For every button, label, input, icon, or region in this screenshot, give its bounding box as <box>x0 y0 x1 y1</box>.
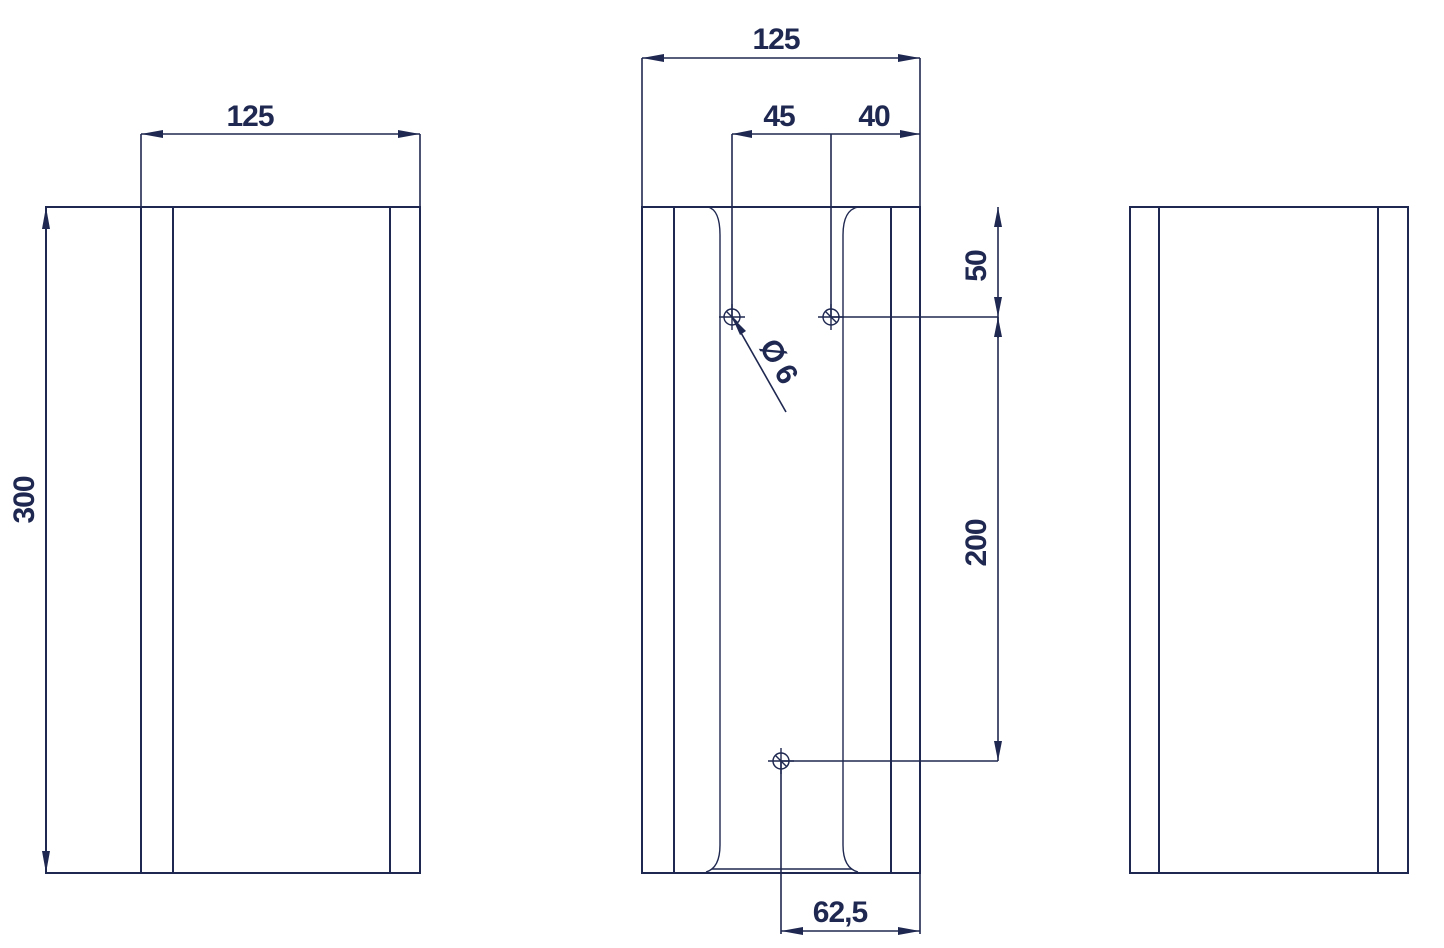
diameter-label: Ø 6 <box>753 333 804 389</box>
offset-40-label: 40 <box>858 100 890 133</box>
left-height-label: 300 <box>8 476 41 523</box>
mid-width-dimension: 125 <box>641 23 921 207</box>
hole-offset-dimensions: 45 40 <box>731 100 920 317</box>
diameter-callout: Ø 6 <box>731 316 804 413</box>
bottom-offset-label: 62,5 <box>813 896 868 929</box>
middle-view <box>641 206 921 874</box>
left-height-dimension: 300 <box>8 207 50 873</box>
mid-width-label: 125 <box>752 23 799 56</box>
hole-spacing-dimension: 200 <box>960 317 1002 761</box>
channel-left-wall <box>705 206 721 873</box>
bottom-offset-dimension: 62,5 <box>780 761 921 935</box>
channel-right-wall <box>842 206 859 873</box>
left-view <box>45 206 421 874</box>
left-width-label: 125 <box>226 100 273 133</box>
right-view <box>1129 206 1409 874</box>
right-view-outline <box>1129 206 1409 874</box>
left-view-outline <box>45 206 421 874</box>
left-width-dimension: 125 <box>140 100 421 207</box>
offset-45-label: 45 <box>763 100 795 133</box>
hole-spacing-label: 200 <box>960 519 993 566</box>
top-gap-dimension: 50 <box>960 207 1002 338</box>
top-gap-label: 50 <box>960 250 993 282</box>
